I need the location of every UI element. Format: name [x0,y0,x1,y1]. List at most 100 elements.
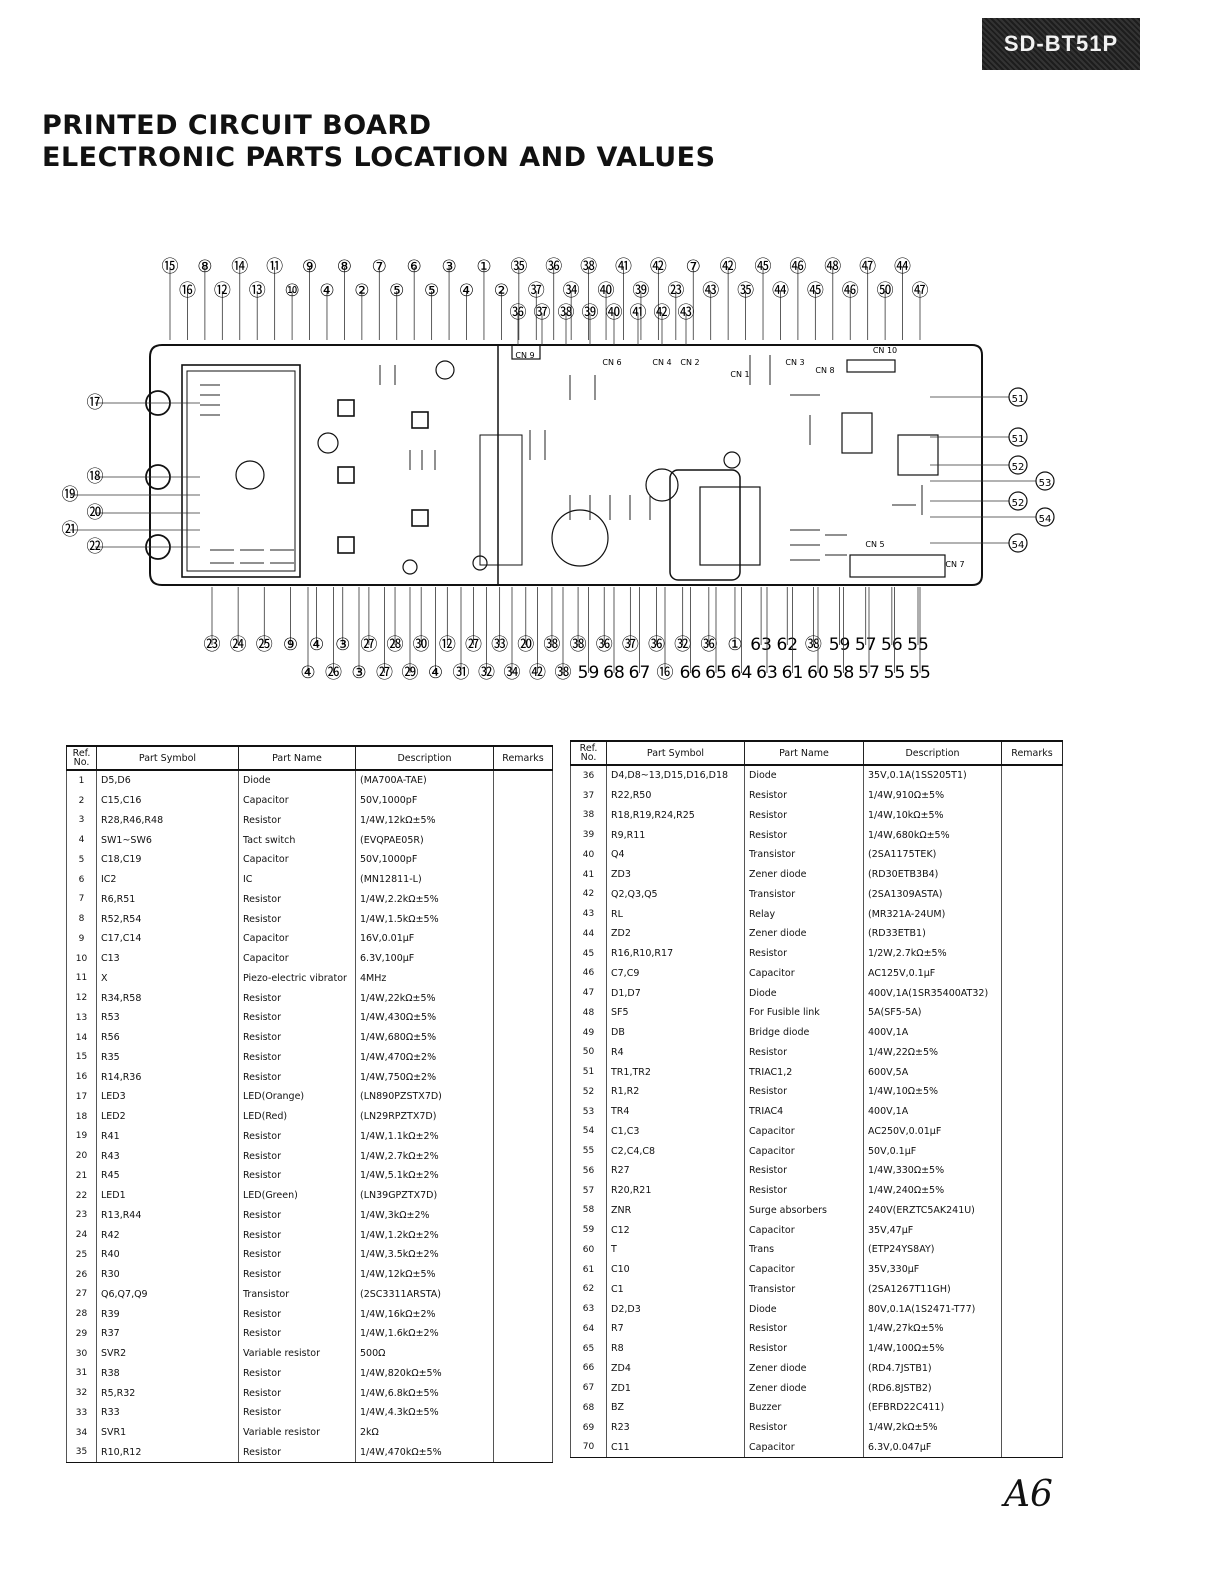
part-name: Resistor [238,1126,356,1147]
callout-label: ㊹ [894,257,911,277]
part-name: Zener diode [744,1358,864,1379]
part-ref: 10 [66,948,97,969]
header-remarks: Remarks [1001,740,1063,766]
connector-label: CN 6 [602,358,621,367]
callout-label: ㉛ [453,663,470,683]
part-description: (EFBRD22C411) [863,1398,1002,1418]
part-description: 600V,5A [863,1062,1002,1082]
part-name: Resistor [238,1363,356,1384]
part-ref: 66 [570,1358,607,1379]
part-symbol: R39 [96,1304,239,1324]
connector-label: CN 8 [815,366,834,375]
part-description: 400V,1A(1SR35400AT32) [863,983,1002,1003]
part-description: 1/4W,10Ω±5% [863,1082,1002,1102]
part-description: 2kΩ [355,1422,494,1443]
callout-label: ㊷ [654,303,671,323]
header-name: Part Name [238,745,356,771]
part-remarks [1001,1299,1063,1319]
header-symbol: Part Symbol [606,740,745,766]
callout-label: ㊸ [702,281,719,301]
part-ref: 31 [66,1363,97,1384]
callout-label: 59 [829,635,851,655]
callout-label: 52 [1012,498,1025,509]
part-name: Capacitor [744,1121,864,1142]
part-description: 1/4W,2.7kΩ±2% [355,1146,494,1166]
part-symbol: R10,R12 [96,1442,239,1464]
part-remarks [1001,1437,1063,1459]
part-symbol: RL [606,904,745,924]
callout-label: ⑫ [439,635,456,655]
callout-label: ㊳ [805,635,822,655]
part-name: Capacitor [238,929,356,949]
part-remarks [1001,1121,1063,1142]
part-symbol: D2,D3 [606,1299,745,1319]
part-description: 1/4W,5.1kΩ±2% [355,1166,494,1186]
callout-label: ㊻ [789,257,806,277]
connector-label: CN 3 [785,358,804,367]
callout-label: ㊻ [842,281,859,301]
pcb-component-outlines [200,355,923,564]
part-symbol: D1,D7 [606,983,745,1003]
part-name: Resistor [744,805,864,826]
part-ref: 67 [570,1378,607,1398]
part-remarks [493,1126,553,1147]
callout-label: ⑥ [407,257,422,277]
part-name: Zener diode [744,1378,864,1398]
part-description: 50V,1000pF [355,850,494,870]
part-ref: 59 [570,1220,607,1240]
callout-label: ㊱ [700,635,717,655]
part-description: 5A(SF5-5A) [863,1003,1002,1023]
callout-label: ㉒ [87,537,104,557]
part-ref: 62 [570,1279,607,1300]
part-remarks [493,869,553,890]
part-description: 1/4W,1.6kΩ±2% [355,1324,494,1344]
callout-label: 57 [855,635,877,655]
part-description: 35V,0.1A(1SS205T1) [863,765,1002,786]
pcb-callouts: ⑮⑯⑧⑫⑭⑬⑪⑩⑨④⑧②⑦⑤⑥⑤③④①②㉟㊲㊱㉞㊳㊵㊶㊴㊷㉓⑦㊸㊷㉟㊺㊹㊻㊺㊽㊻… [62,257,1055,683]
part-remarks [493,1106,553,1127]
part-ref: 20 [66,1146,97,1166]
part-symbol: R34,R58 [96,988,239,1008]
part-remarks [1001,1200,1063,1221]
callout-label: ㊵ [598,281,615,301]
part-symbol: C1 [606,1279,745,1300]
part-symbol: R20,R21 [606,1180,745,1201]
callout-label: ㊳ [543,635,560,655]
callout-label: ㉚ [413,635,430,655]
part-remarks [493,850,553,870]
part-symbol: Q4 [606,845,745,865]
header-ref: Ref. No. [570,740,607,766]
part-description: (LN29RPZTX7D) [355,1106,494,1127]
part-ref: 14 [66,1027,97,1048]
callout-label: 58 [833,663,855,683]
callout-label: ㊵ [606,303,623,323]
part-ref: 9 [66,929,97,949]
part-symbol: R1,R2 [606,1082,745,1102]
part-description: 400V,1A [863,1101,1002,1122]
part-name: Capacitor [238,850,356,870]
part-ref: 36 [570,765,607,786]
part-name: Resistor [238,1245,356,1265]
part-ref: 17 [66,1087,97,1107]
part-ref: 33 [66,1403,97,1423]
part-ref: 11 [66,968,97,989]
callout-label: ㊹ [772,281,789,301]
part-remarks [1001,1042,1063,1063]
part-ref: 32 [66,1383,97,1403]
callout-label: ㉟ [737,281,754,301]
part-ref: 60 [570,1240,607,1260]
part-symbol: C7,C9 [606,963,745,984]
part-name: LED(Red) [238,1106,356,1127]
callout-label: ㉗ [360,635,377,655]
part-ref: 47 [570,983,607,1003]
part-ref: 15 [66,1047,97,1068]
